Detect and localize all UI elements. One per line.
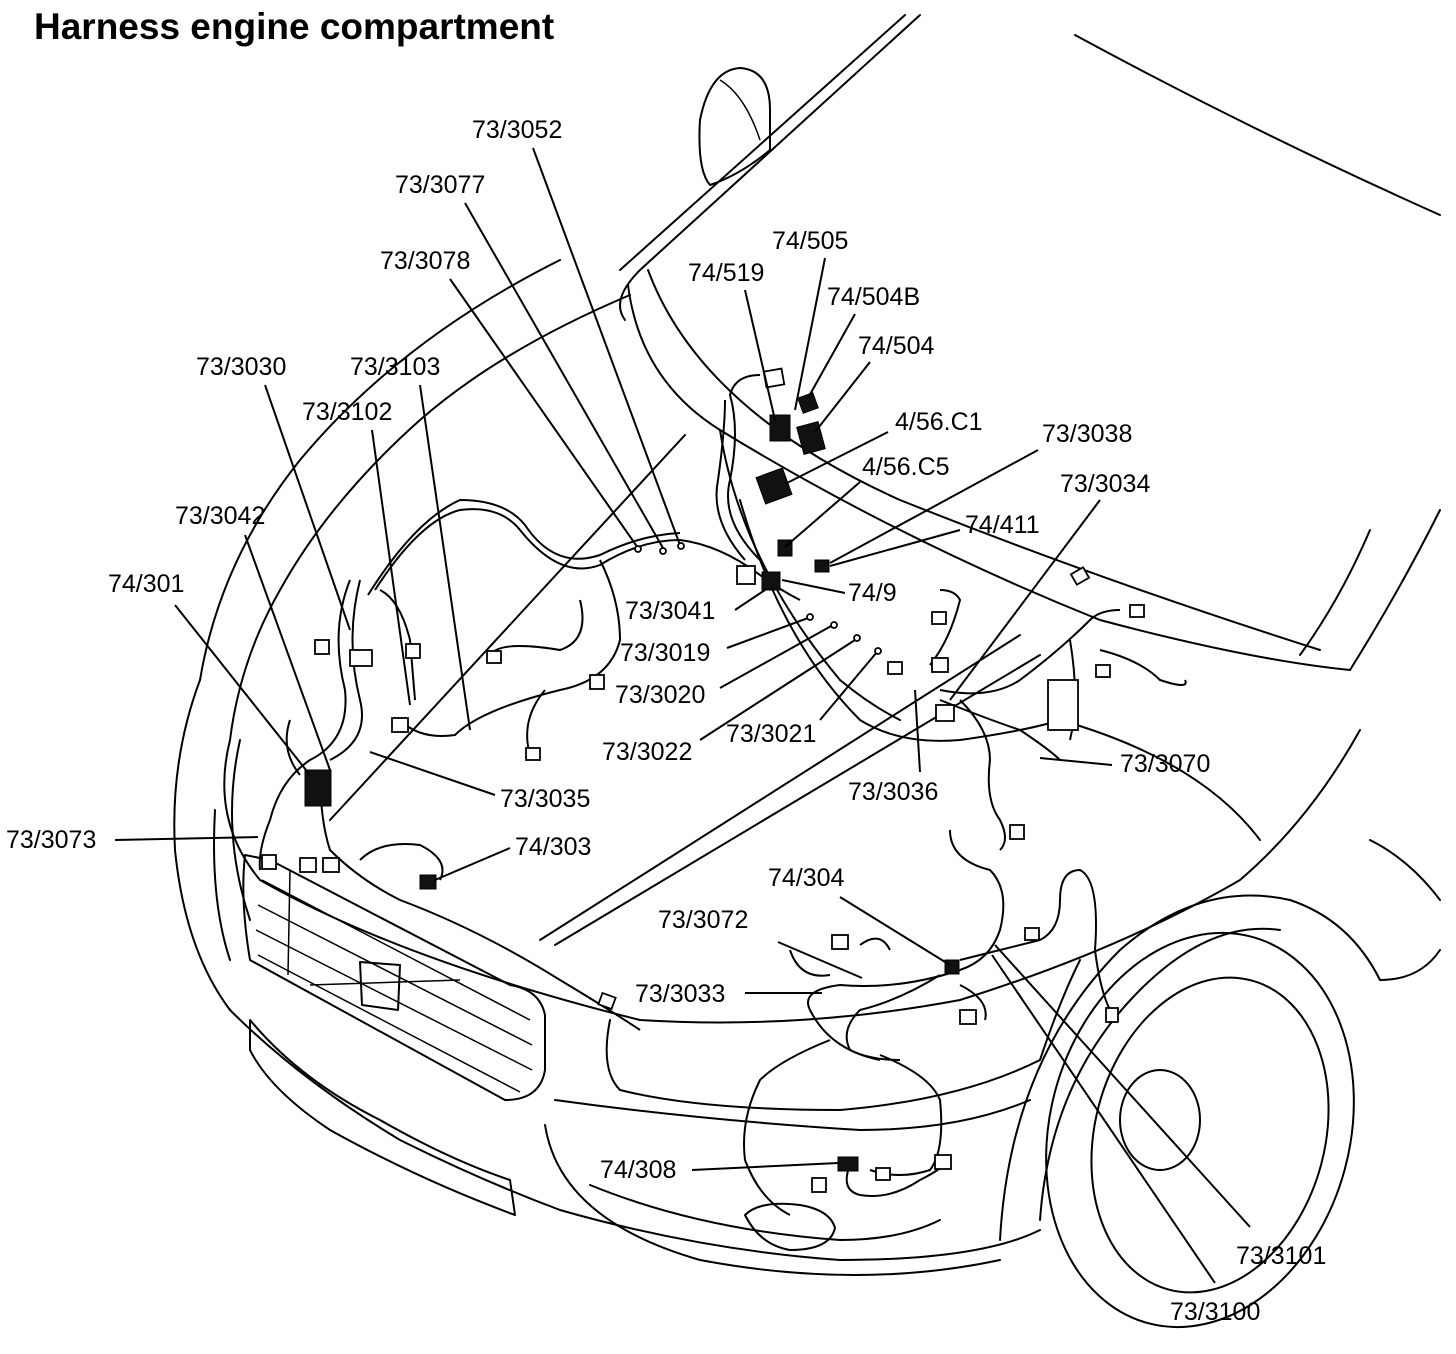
label-73-3021: 73/3021 [726, 720, 816, 748]
label-74-411: 74/411 [965, 511, 1040, 539]
label-73-3070: 73/3070 [1120, 750, 1210, 778]
label-4-56-c1: 4/56.C1 [895, 408, 983, 436]
callout-labels: 73/3052 73/3077 74/505 74/519 73/3078 74… [6, 116, 1326, 1326]
label-73-3101: 73/3101 [1236, 1242, 1326, 1270]
label-73-3019: 73/3019 [620, 639, 710, 667]
wiring-harness [258, 374, 1187, 1216]
label-73-3052: 73/3052 [472, 116, 562, 144]
label-73-3034: 73/3034 [1060, 470, 1150, 498]
diagram-title: Harness engine compartment [34, 6, 555, 47]
label-73-3072: 73/3072 [658, 906, 748, 934]
label-74-504: 74/504 [858, 332, 935, 360]
label-73-3078: 73/3078 [380, 247, 470, 275]
label-74-504b: 74/504B [827, 283, 920, 311]
label-74-519: 74/519 [688, 259, 764, 287]
label-73-3033: 73/3033 [635, 980, 725, 1008]
label-73-3030: 73/3030 [196, 353, 286, 381]
leader-lines [114, 147, 1251, 1284]
label-74-9: 74/9 [848, 579, 897, 607]
label-73-3035: 73/3035 [500, 785, 590, 813]
label-73-3041: 73/3041 [625, 597, 715, 625]
label-73-3100: 73/3100 [1170, 1298, 1260, 1326]
label-74-304: 74/304 [768, 864, 845, 892]
label-73-3102: 73/3102 [302, 398, 392, 426]
label-73-3038: 73/3038 [1042, 420, 1132, 448]
label-73-3036: 73/3036 [848, 778, 938, 806]
label-73-3073: 73/3073 [6, 826, 96, 854]
label-73-3020: 73/3020 [615, 681, 705, 709]
label-73-3022: 73/3022 [602, 738, 692, 766]
label-73-3103: 73/3103 [350, 353, 440, 381]
car-body-outline [173, 14, 1441, 1329]
label-73-3077: 73/3077 [395, 171, 485, 199]
label-74-301: 74/301 [108, 570, 184, 598]
label-74-308: 74/308 [600, 1156, 676, 1184]
label-4-56-c5: 4/56.C5 [862, 453, 950, 481]
label-74-505: 74/505 [772, 227, 848, 255]
label-74-303: 74/303 [515, 833, 591, 861]
connectors [261, 367, 1145, 1193]
label-73-3042: 73/3042 [175, 502, 265, 530]
